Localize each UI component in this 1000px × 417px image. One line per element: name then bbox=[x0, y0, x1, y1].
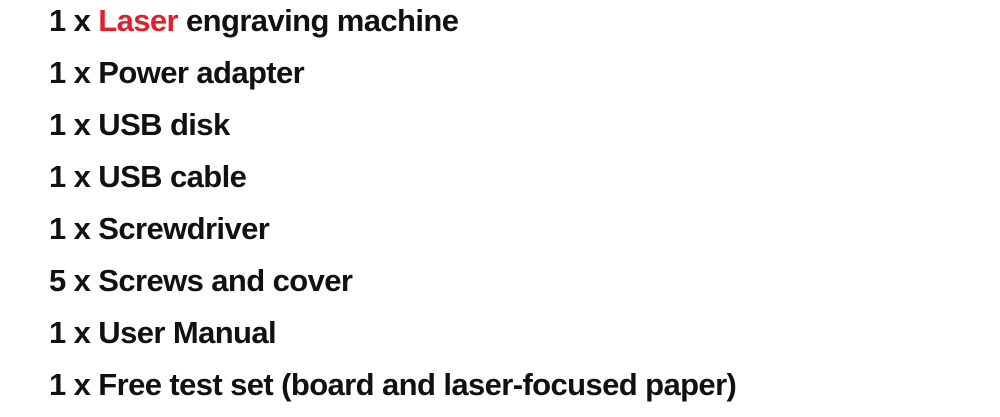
item-name: Free test set (board and laser-focused p… bbox=[98, 367, 737, 402]
package-contents-list: 1 x Laser engraving machine 1 x Power ad… bbox=[49, 0, 737, 411]
list-item-screws-and-cover: 5 x Screws and cover bbox=[49, 255, 736, 307]
item-quantity: 1 x bbox=[49, 159, 91, 194]
list-item-usb-disk: 1 x USB disk bbox=[49, 99, 736, 151]
item-quantity: 5 x bbox=[49, 263, 91, 298]
item-name: engraving machine bbox=[186, 3, 459, 38]
item-accent-word: Laser bbox=[98, 3, 179, 38]
list-item-usb-cable: 1 x USB cable bbox=[49, 151, 736, 203]
item-name: Screwdriver bbox=[98, 211, 270, 246]
item-name: Power adapter bbox=[98, 55, 305, 90]
item-quantity: 1 x bbox=[49, 211, 91, 246]
item-name: USB cable bbox=[98, 159, 247, 194]
item-quantity: 1 x bbox=[49, 367, 91, 402]
list-item-screwdriver: 1 x Screwdriver bbox=[49, 203, 736, 255]
item-name: User Manual bbox=[98, 315, 277, 350]
list-item-free-test-set: 1 x Free test set (board and laser-focus… bbox=[49, 359, 737, 411]
item-name: Screws and cover bbox=[98, 263, 353, 298]
item-name: USB disk bbox=[98, 107, 230, 142]
item-quantity: 1 x bbox=[49, 315, 91, 350]
item-quantity: 1 x bbox=[49, 107, 91, 142]
list-item-power-adapter: 1 x Power adapter bbox=[49, 47, 736, 99]
list-item-laser-engraving-machine: 1 x Laser engraving machine bbox=[49, 0, 736, 47]
item-quantity: 1 x bbox=[49, 55, 91, 90]
list-item-user-manual: 1 x User Manual bbox=[49, 307, 736, 359]
item-quantity: 1 x bbox=[49, 3, 91, 38]
